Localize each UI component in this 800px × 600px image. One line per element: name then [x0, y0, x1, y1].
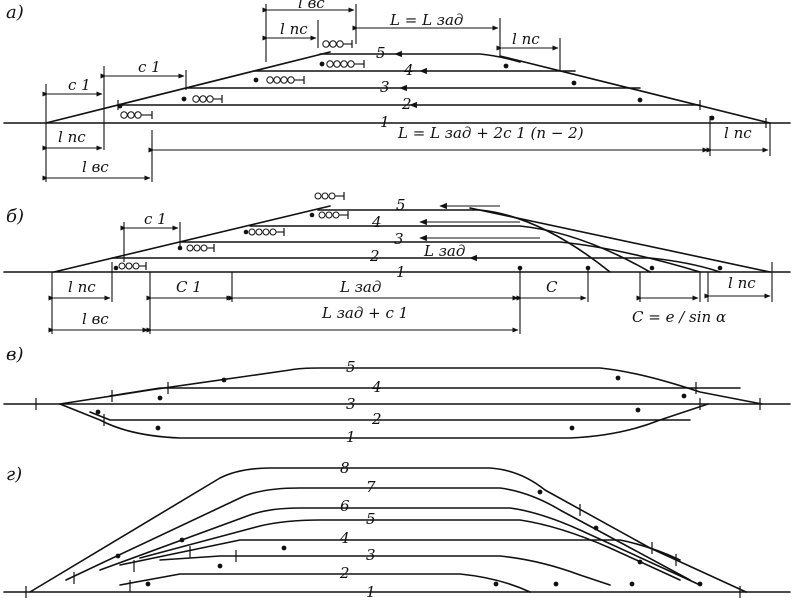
panel-a-label-lvs: l вс — [298, 0, 325, 12]
panel-b-label-c1-top: c 1 — [144, 210, 167, 228]
panel-b-label-lps: l пс — [68, 278, 96, 296]
panel-b-track-3 — [179, 241, 701, 273]
panel-b-label-C: C — [546, 278, 558, 296]
panel-a-signal — [571, 80, 577, 86]
panel-a-label-Lzad: L = L зад — [389, 11, 463, 29]
panel-v-track-2 — [89, 411, 691, 421]
panel-a-signal — [181, 96, 187, 102]
panel-g-num-3: 3 — [366, 546, 376, 564]
panel-b-label-c1: C 1 — [176, 278, 202, 296]
panel-v-track-4 — [109, 387, 741, 397]
panel-a-num-3: 3 — [380, 78, 390, 96]
panel-b-num-5: 5 — [396, 196, 406, 214]
panel-b-cars-5 — [314, 192, 345, 200]
panel-a-label-c1-left: c 1 — [68, 76, 91, 94]
panel-b-num-1: 1 — [396, 263, 406, 281]
panel-g-num-2: 2 — [339, 564, 350, 582]
panel-g-track-7 — [65, 487, 691, 581]
panel-v-num-1: 1 — [346, 428, 356, 446]
panel-g-num-6: 6 — [340, 497, 350, 515]
panel-v-num-5: 5 — [346, 358, 356, 376]
panel-a-label-L-formula: L = L зад + 2c 1 (n − 2) — [397, 124, 584, 142]
panel-a-letter: а) — [6, 2, 24, 23]
panel-g-num-5: 5 — [366, 510, 376, 528]
panel-g-num-8: 8 — [340, 459, 350, 477]
panel-a: а) 5 4 3 2 1 — [3, 0, 791, 182]
panel-b-num-4: 4 — [371, 213, 382, 231]
panel-g-num-1: 1 — [366, 583, 376, 600]
panel-g-track-8 — [29, 467, 747, 593]
panel-a-signal — [503, 63, 509, 69]
panel-b-cars-4 — [318, 211, 349, 219]
panel-a-label-lps: l пс — [280, 20, 308, 38]
panel-a-cars-1 — [120, 111, 153, 119]
panel-b-cars-3 — [248, 228, 285, 236]
panel-g: г) 8 7 6 5 4 3 2 1 — [3, 459, 791, 600]
panel-a-label-lps-end: l пс — [724, 124, 752, 142]
panel-b-label-lvs: l вс — [82, 310, 109, 328]
panel-a-cars-5 — [322, 40, 353, 48]
panel-v-num-4: 4 — [371, 378, 382, 396]
panel-g-num-4: 4 — [339, 529, 350, 547]
panel-b-ladder-left — [53, 205, 331, 273]
panel-b-label-Lzad-track: L зад — [423, 242, 465, 260]
panel-a-track-5 — [319, 53, 521, 63]
panel-b-track-4 — [249, 225, 651, 273]
panel-b-cars-1 — [118, 262, 147, 270]
panel-a-label-c1-right: c 1 — [138, 58, 161, 76]
panel-b-label-Lzad-c1: L зад + c 1 — [321, 304, 408, 322]
panel-a-signal — [117, 103, 123, 109]
panel-a-num-4: 4 — [403, 61, 414, 79]
panel-b-label-lps-right: l пс — [728, 274, 756, 292]
panel-a-num-5: 5 — [376, 44, 386, 62]
panel-a-label-lps-r: l пс — [512, 30, 540, 48]
panel-v-letter: в) — [6, 344, 24, 365]
panel-g-track-4 — [119, 539, 681, 566]
panel-b: б) 5 4 3 2 1 L зад — [3, 192, 791, 334]
panel-g-num-7: 7 — [366, 478, 376, 496]
panel-v: в) 5 4 3 2 1 — [3, 344, 791, 446]
panel-g-track-3 — [159, 555, 611, 586]
panel-a-cars-4 — [326, 60, 365, 68]
panel-v-num-3: 3 — [346, 395, 356, 413]
panel-v-track-1 — [59, 403, 709, 439]
panel-a-cars-2 — [192, 95, 223, 103]
panel-g-track-6 — [99, 507, 701, 586]
panel-a-label-lps-left: l пс — [58, 128, 86, 146]
panel-b-num-2: 2 — [369, 247, 380, 265]
panel-b-num-3: 3 — [394, 230, 404, 248]
panel-v-num-2: 2 — [371, 410, 382, 428]
panel-a-signal — [253, 77, 259, 83]
panel-b-label-Lzad: L зад — [339, 278, 381, 296]
panel-a-signal — [709, 115, 715, 121]
panel-a-num-1: 1 — [380, 113, 390, 131]
panel-g-letter: г) — [6, 464, 22, 485]
panel-a-signal — [319, 61, 325, 67]
panel-b-ladder-right — [469, 207, 771, 273]
panel-g-track-2 — [119, 573, 531, 593]
panel-b-track-5 — [317, 209, 611, 273]
panel-b-letter: б) — [6, 206, 24, 227]
panel-a-label-lvs-left: l вс — [82, 158, 109, 176]
panel-v-track-5 — [59, 367, 763, 405]
panel-b-cars-2 — [186, 244, 215, 252]
panel-b-label-C-formula: C = e / sin α — [632, 308, 726, 326]
panel-a-ladder-right — [499, 55, 771, 124]
panel-a-cars-3 — [266, 76, 305, 84]
panel-a-num-2: 2 — [401, 95, 412, 113]
panel-g-track-5 — [139, 519, 681, 581]
panel-a-signal — [637, 97, 643, 103]
